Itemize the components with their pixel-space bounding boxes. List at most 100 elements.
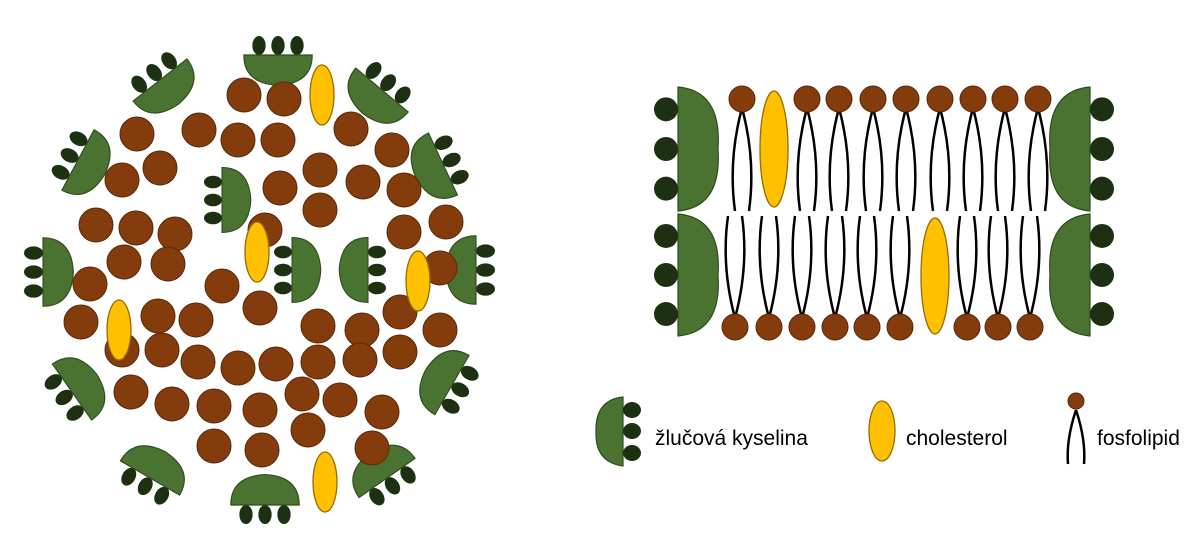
phospholipid-head <box>985 314 1011 340</box>
bile-acid-head <box>1090 97 1114 121</box>
phospholipid-tail <box>726 216 745 318</box>
phospholipid-head <box>722 314 748 340</box>
legend-phospholipid-label: fosfolipid <box>1097 427 1180 450</box>
phospholipid-head <box>151 247 185 281</box>
bile-acid-molecule <box>409 340 486 424</box>
bile-acid-head <box>623 402 641 418</box>
bile-acid-molecule <box>339 238 386 303</box>
bile-acid-molecule <box>654 214 718 336</box>
phospholipid-head <box>303 193 337 227</box>
phospholipid-head <box>181 345 215 379</box>
legend-bile-acid-symbol <box>596 397 641 466</box>
bile-acid-molecule <box>37 347 117 431</box>
phospholipid-head <box>114 375 148 409</box>
bile-acid-head <box>476 263 495 276</box>
phospholipid-head <box>107 245 141 279</box>
phospholipid-head <box>960 86 986 112</box>
phospholipid-head <box>927 86 953 112</box>
bile-acid-body <box>1050 214 1090 336</box>
phospholipid-head <box>346 165 380 199</box>
cholesterol-molecule <box>245 222 269 282</box>
bile-acid-head <box>290 36 303 55</box>
bile-acid-body <box>678 214 718 336</box>
phospholipid-head <box>343 343 377 377</box>
bile-acid-head <box>476 244 495 257</box>
phospholipid-head <box>245 433 279 467</box>
phospholipid-head <box>243 291 277 325</box>
phospholipid-head <box>423 313 457 347</box>
bile-acid-head <box>623 423 641 439</box>
phospholipid-head <box>64 305 98 339</box>
phospholipid-tail <box>1029 108 1048 211</box>
phospholipid-head <box>429 205 463 239</box>
phospholipid-head <box>365 395 399 429</box>
phospholipid-head <box>291 413 325 447</box>
phospholipid-tail <box>931 108 950 211</box>
bile-acid-head <box>654 137 678 161</box>
phospholipid-tail <box>830 108 849 211</box>
phospholipid-tail <box>989 216 1008 318</box>
bilayer-disc <box>654 86 1114 340</box>
phospholipid-head <box>221 351 255 385</box>
phospholipid-tail <box>826 216 845 318</box>
phospholipid-tail <box>996 108 1015 211</box>
bile-acid-head <box>1090 302 1114 326</box>
bile-acid-molecule <box>204 168 251 233</box>
cholesterol-molecule <box>107 300 131 360</box>
phospholipid-head <box>301 345 335 379</box>
phospholipid-head <box>73 267 107 301</box>
phospholipid-tail <box>858 216 877 318</box>
phospholipid-head <box>259 347 293 381</box>
bile-acid-molecule <box>1050 214 1114 336</box>
phospholipid-head <box>383 335 417 369</box>
cholesterol-molecule <box>313 452 337 512</box>
bile-acid-body <box>43 238 73 306</box>
bile-acid-head <box>274 246 292 259</box>
phospholipid-tail <box>798 108 817 211</box>
bile-acid-head <box>1090 224 1114 248</box>
bile-acid-head <box>476 282 495 295</box>
bile-acid-molecule <box>24 238 73 306</box>
legend: žlučová kyselina cholesterol fosfolipid <box>596 393 1180 466</box>
bile-acid-head <box>654 97 678 121</box>
phospholipid-head <box>1017 314 1043 340</box>
bile-acid-head <box>24 246 43 259</box>
bile-acid-molecule <box>231 475 299 524</box>
bile-acid-body <box>409 340 470 414</box>
bile-acid-molecule <box>1050 87 1114 211</box>
bile-acid-head <box>204 176 222 189</box>
bile-acid-molecule <box>244 36 312 85</box>
phospholipid-head <box>227 78 261 112</box>
bile-acid-head <box>274 282 292 295</box>
phospholipid-head <box>155 387 189 421</box>
phospholipid-head <box>221 123 255 157</box>
phospholipid-head <box>826 86 852 112</box>
phospholipid-head <box>158 217 192 251</box>
bile-acid-body <box>292 238 321 303</box>
phospholipid-head <box>263 171 297 205</box>
phospholipid-head <box>887 314 913 340</box>
legend-cholesterol-label: cholesterol <box>906 427 1008 450</box>
phospholipid-head <box>182 113 216 147</box>
bile-acid-head <box>1090 263 1114 287</box>
bile-acid-body <box>1050 87 1090 211</box>
phospholipid-tail <box>897 108 916 211</box>
bile-acid-head <box>274 264 292 277</box>
cholesterol-molecule <box>921 218 949 334</box>
phospholipid-head <box>345 313 379 347</box>
bile-acid-body <box>596 397 623 466</box>
bile-acid-head <box>204 212 222 225</box>
phospholipid-tail <box>958 216 977 318</box>
phospholipid-head <box>179 303 213 337</box>
phospholipid-head <box>143 151 177 185</box>
phospholipid-head <box>261 123 295 157</box>
phospholipid-head <box>992 86 1018 112</box>
mixed-micelle <box>24 36 495 524</box>
phospholipid-head <box>355 431 389 465</box>
phospholipid-tail <box>891 216 910 318</box>
phospholipid-head <box>789 314 815 340</box>
bile-acid-head <box>252 36 265 55</box>
phospholipid-head <box>197 389 231 423</box>
phospholipid-head <box>301 309 335 343</box>
